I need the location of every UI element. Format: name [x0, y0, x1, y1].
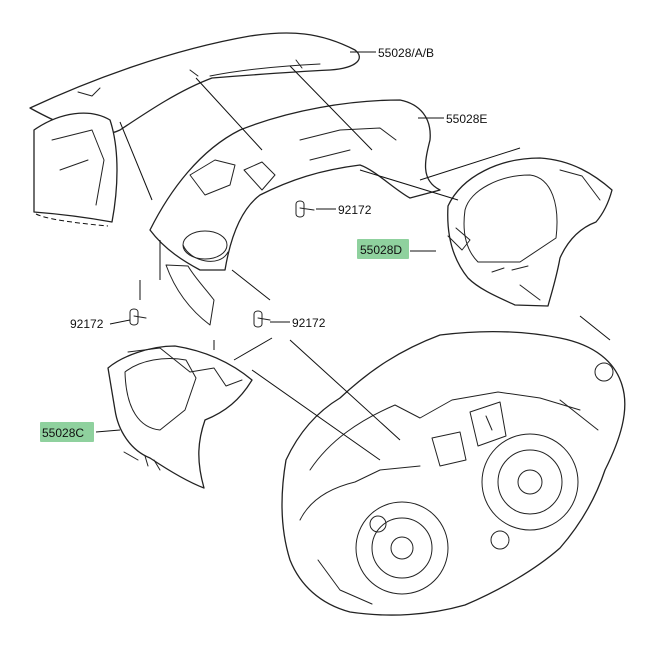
label-55028ab: 55028/A/B — [378, 46, 434, 60]
headlight-assembly-part — [281, 330, 626, 616]
screw-part — [129, 200, 315, 328]
windscreen-part — [29, 32, 360, 135]
leader-lines — [35, 51, 611, 461]
label-55028e: 55028E — [446, 112, 487, 126]
label-highlight-55028c — [40, 422, 94, 442]
label-55028d: 55028D — [360, 243, 402, 257]
lower-panel-part — [107, 345, 253, 489]
label-92172-mid: 92172 — [292, 316, 326, 330]
label-highlight-55028d — [357, 239, 409, 259]
upper-cowl-part — [149, 99, 441, 326]
label-55028c: 55028C — [42, 426, 84, 440]
label-92172-top: 92172 — [338, 203, 372, 217]
label-92172-left: 92172 — [70, 317, 104, 331]
right-cover-part — [447, 157, 613, 307]
side-panel-part — [33, 112, 118, 223]
